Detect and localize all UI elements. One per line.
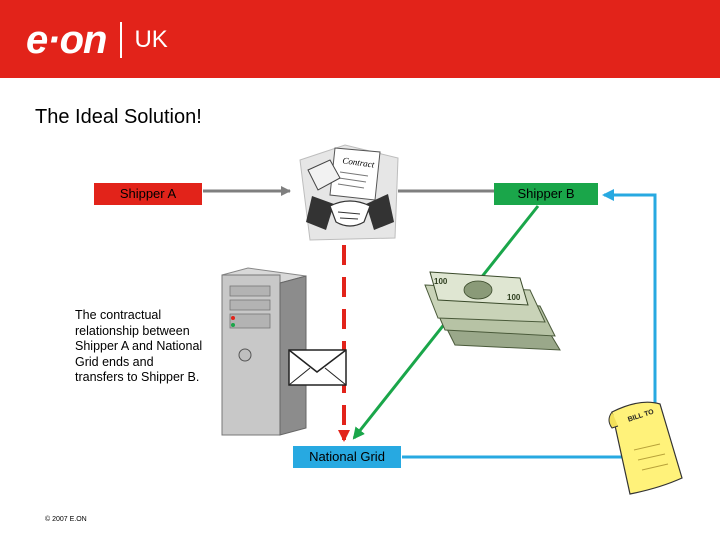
logo-wordmark: e·on bbox=[26, 18, 107, 62]
slide-title: The Ideal Solution! bbox=[35, 106, 202, 128]
svg-text:100: 100 bbox=[507, 293, 521, 302]
contract-handshake-icon: Contract bbox=[299, 144, 399, 241]
bill-icon: BILL TO bbox=[608, 401, 683, 495]
eon-logo: e·on UK bbox=[26, 20, 168, 60]
logo-divider bbox=[120, 22, 123, 58]
arrow-national-grid-to-shipper-b bbox=[402, 189, 657, 459]
svg-text:100: 100 bbox=[434, 277, 448, 286]
description-text: The contractual relationship between Shi… bbox=[75, 308, 203, 385]
national-grid-box: National Grid bbox=[293, 446, 401, 468]
money-stack-icon: 100 100 bbox=[424, 271, 561, 351]
shipper-b-box: Shipper B bbox=[494, 183, 598, 205]
envelope-icon bbox=[288, 349, 347, 386]
shipper-a-box: Shipper A bbox=[94, 183, 202, 205]
header-bar: e·on UK bbox=[0, 0, 720, 78]
logo-region: UK bbox=[134, 26, 168, 53]
copyright-footer: © 2007 E.ON bbox=[45, 516, 87, 523]
contract-label: Contract bbox=[342, 155, 376, 169]
